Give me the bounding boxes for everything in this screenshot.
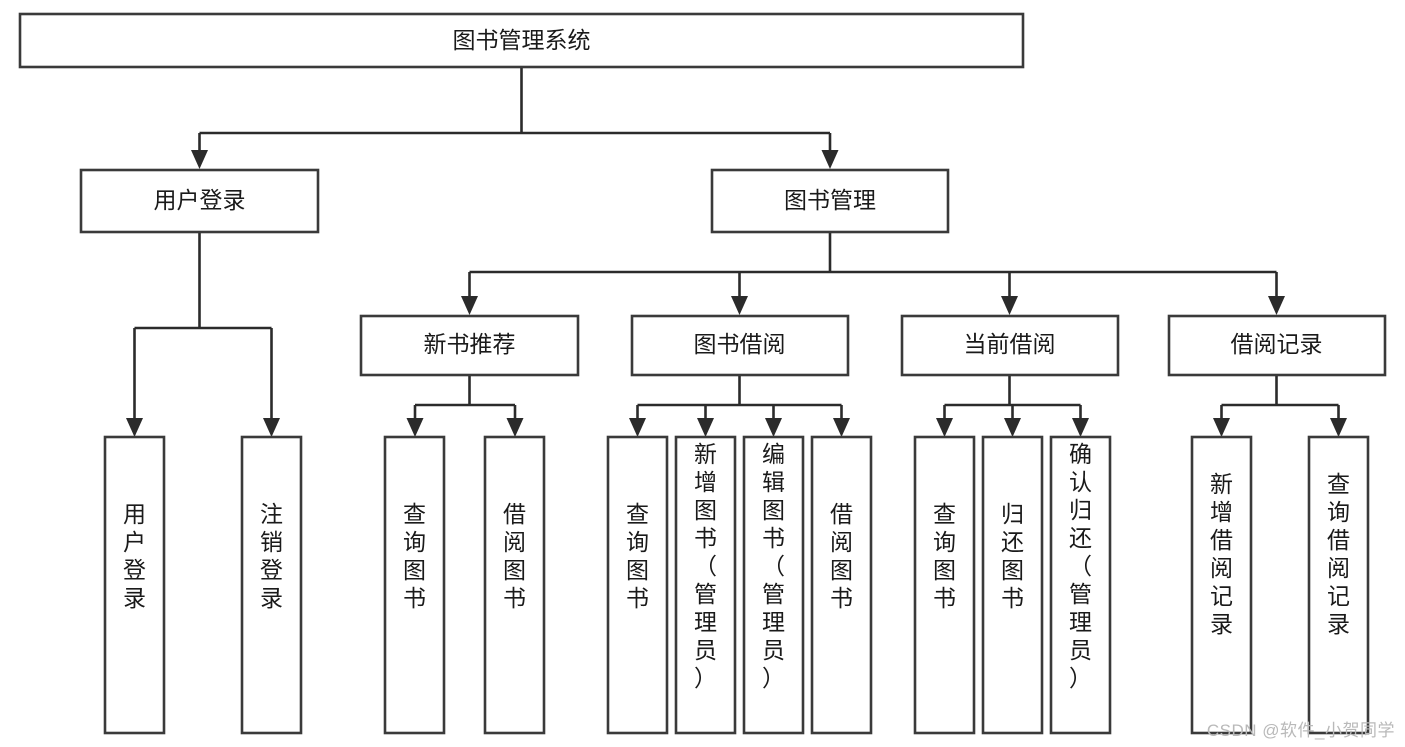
arrow-leaf-borrow-book-2: [833, 418, 850, 437]
node-leaf-query-book-1-label: 查询图书: [403, 501, 426, 611]
node-leaf-return-book-label: 归还图书: [1001, 501, 1024, 611]
node-user-login-label: 用户登录: [154, 187, 246, 213]
node-leaf-user-login[interactable]: 用户登录: [103, 435, 166, 735]
node-book-borrow-label: 图书借阅: [694, 331, 786, 357]
node-borrow-record-box[interactable]: [1167, 314, 1387, 377]
node-leaf-borrow-book-1[interactable]: 借阅图书: [483, 435, 546, 735]
node-leaf-logout-login[interactable]: 注销登录: [240, 435, 303, 735]
connector-group: [126, 67, 1347, 437]
node-new-book-recommend-box[interactable]: [359, 314, 580, 377]
node-new-book-recommend[interactable]: 新书推荐: [359, 314, 580, 377]
arrow-leaf-query-borrow-record: [1330, 418, 1347, 437]
node-book-management-label: 图书管理: [784, 187, 876, 213]
node-leaf-add-book-admin-label: 新增图书（管理员）: [694, 441, 717, 691]
node-leaf-edit-book-admin-label: 编辑图书（管理员）: [762, 441, 785, 691]
node-leaf-logout-login-label: 注销登录: [260, 501, 283, 611]
node-user-login-box[interactable]: [79, 168, 320, 234]
arrow-to-current-borrow: [1001, 296, 1018, 315]
node-leaf-confirm-return-admin-box[interactable]: [1049, 435, 1112, 735]
node-root-box[interactable]: [18, 12, 1025, 69]
node-leaf-add-borrow-record-label: 新增借阅记录: [1210, 471, 1233, 637]
node-current-borrow[interactable]: 当前借阅: [900, 314, 1120, 377]
node-borrow-record-label: 借阅记录: [1231, 331, 1323, 357]
node-leaf-confirm-return-admin[interactable]: 确认归还（管理员）: [1049, 435, 1112, 735]
node-leaf-query-book-2[interactable]: 查询图书: [606, 435, 669, 735]
node-book-management-box[interactable]: [710, 168, 950, 234]
arrow-to-book-management: [821, 150, 839, 169]
arrow-leaf-return-book: [1004, 418, 1021, 437]
node-root[interactable]: 图书管理系统: [18, 12, 1025, 69]
node-leaf-query-book-1[interactable]: 查询图书: [383, 435, 446, 735]
arrow-to-user-login: [191, 150, 208, 169]
node-new-book-recommend-label: 新书推荐: [424, 331, 516, 357]
arrow-leaf-edit-book-admin: [765, 418, 782, 437]
node-leaf-query-borrow-record[interactable]: 查询借阅记录: [1307, 435, 1370, 735]
node-root-label: 图书管理系统: [453, 27, 591, 53]
arrow-leaf-confirm-return-admin: [1072, 418, 1089, 437]
arrow-leaf-borrow-book-1: [506, 418, 524, 437]
arrow-leaf-query-book-2: [629, 418, 646, 437]
node-leaf-borrow-book-2[interactable]: 借阅图书: [810, 435, 873, 735]
node-book-borrow[interactable]: 图书借阅: [630, 314, 850, 377]
arrow-leaf-logout-login: [263, 418, 280, 437]
node-leaf-borrow-book-2-box[interactable]: [810, 435, 873, 735]
node-leaf-user-login-label: 用户登录: [123, 501, 146, 611]
node-book-borrow-box[interactable]: [630, 314, 850, 377]
node-leaf-borrow-book-2-label: 借阅图书: [830, 501, 853, 611]
node-leaf-borrow-book-1-box[interactable]: [483, 435, 546, 735]
node-leaf-edit-book-admin[interactable]: 编辑图书（管理员）: [742, 435, 805, 735]
node-leaf-logout-login-box[interactable]: [240, 435, 303, 735]
node-leaf-borrow-book-1-label: 借阅图书: [503, 501, 526, 611]
arrow-leaf-add-book-admin: [697, 418, 714, 437]
node-leaf-query-book-2-label: 查询图书: [626, 501, 649, 611]
arrow-to-new-book-recommend: [461, 296, 478, 315]
node-user-login[interactable]: 用户登录: [79, 168, 320, 234]
node-leaf-add-book-admin-box[interactable]: [674, 435, 737, 735]
arrow-to-borrow-record: [1268, 296, 1285, 315]
arrow-leaf-query-book-3: [936, 418, 953, 437]
node-leaf-query-book-2-box[interactable]: [606, 435, 669, 735]
node-leaf-add-borrow-record-box[interactable]: [1190, 435, 1253, 735]
node-leaf-user-login-box[interactable]: [103, 435, 166, 735]
node-book-management[interactable]: 图书管理: [710, 168, 950, 234]
arrow-leaf-query-book-1: [406, 418, 424, 437]
node-leaf-return-book[interactable]: 归还图书: [981, 435, 1044, 735]
node-current-borrow-label: 当前借阅: [964, 331, 1056, 357]
node-leaf-add-book-admin[interactable]: 新增图书（管理员）: [674, 435, 737, 735]
node-leaf-edit-book-admin-box[interactable]: [742, 435, 805, 735]
node-borrow-record[interactable]: 借阅记录: [1167, 314, 1387, 377]
arrow-leaf-add-borrow-record: [1213, 418, 1230, 437]
arrow-to-book-borrow: [731, 296, 748, 315]
node-leaf-query-borrow-record-box[interactable]: [1307, 435, 1370, 735]
node-current-borrow-box[interactable]: [900, 314, 1120, 377]
arrow-leaf-user-login: [126, 418, 143, 437]
node-leaf-query-borrow-record-label: 查询借阅记录: [1327, 471, 1350, 637]
node-leaf-query-book-3-box[interactable]: [913, 435, 976, 735]
node-leaf-confirm-return-admin-label: 确认归还（管理员）: [1069, 441, 1092, 691]
node-leaf-query-book-1-box[interactable]: [383, 435, 446, 735]
node-leaf-return-book-box[interactable]: [981, 435, 1044, 735]
node-leaf-query-book-3[interactable]: 查询图书: [913, 435, 976, 735]
node-leaf-query-book-3-label: 查询图书: [933, 501, 956, 611]
node-leaf-add-borrow-record[interactable]: 新增借阅记录: [1190, 435, 1253, 735]
